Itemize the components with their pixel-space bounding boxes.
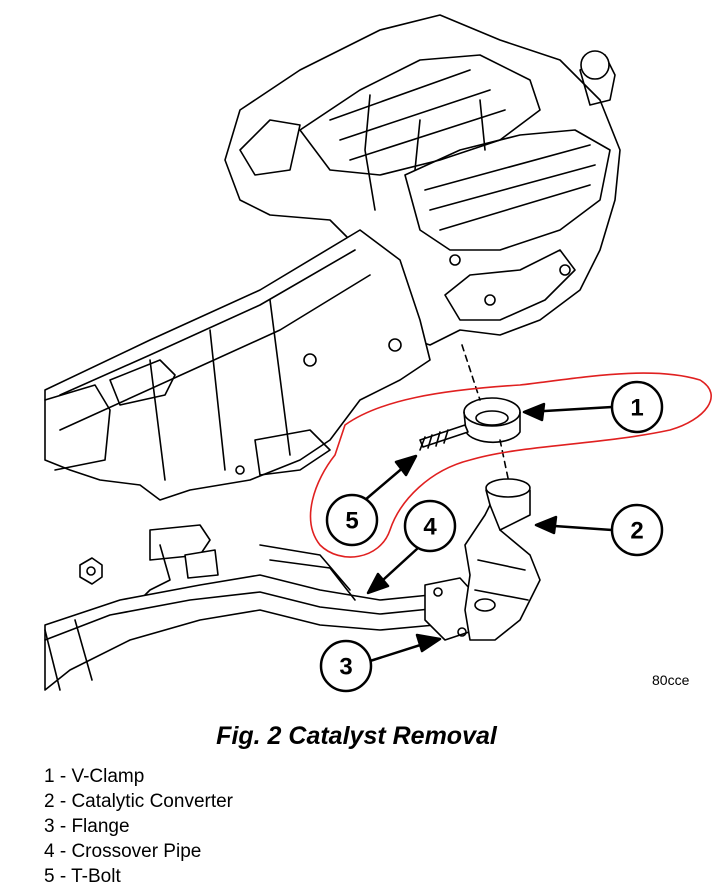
legend-item: 4 - Crossover Pipe [44,841,202,862]
legend-item: 5 - T-Bolt [44,866,121,887]
legend-item: 2 - Catalytic Converter [44,791,234,812]
callout-label-5: 5 [345,508,358,535]
callout-label-3: 3 [339,654,352,681]
engine-assembly [224,14,621,346]
callout-circle-2 [610,503,664,557]
highlight-outline [309,372,712,558]
callout-label-2: 2 [630,518,643,545]
legend-item: 1 - V-Clamp [44,766,145,787]
callout-circle-5 [325,493,379,547]
exploded-view-diagram: 1 2 3 4 5 [44,14,712,693]
figure-code: 80cce [652,672,690,688]
leader-arrows [363,402,614,663]
v-clamp [463,397,521,444]
parts-legend: 1 - V-Clamp 2 - Catalytic Converter 3 - … [44,764,233,889]
callout-circle-4 [403,499,457,553]
transmission [44,229,431,501]
callout-circles [319,380,664,693]
callout-label-4: 4 [423,514,437,541]
t-bolt [419,424,469,451]
mount-hardware [79,524,219,601]
legend-item: 3 - Flange [44,816,130,837]
callout-label-1: 1 [630,395,643,422]
figure-caption: Fig. 2 Catalyst Removal [216,722,497,750]
alignment-line [461,344,509,479]
catalytic-converter [464,478,541,641]
callout-circle-1 [610,380,664,434]
callout-circle-3 [319,639,373,693]
crossover-pipe [44,544,456,691]
